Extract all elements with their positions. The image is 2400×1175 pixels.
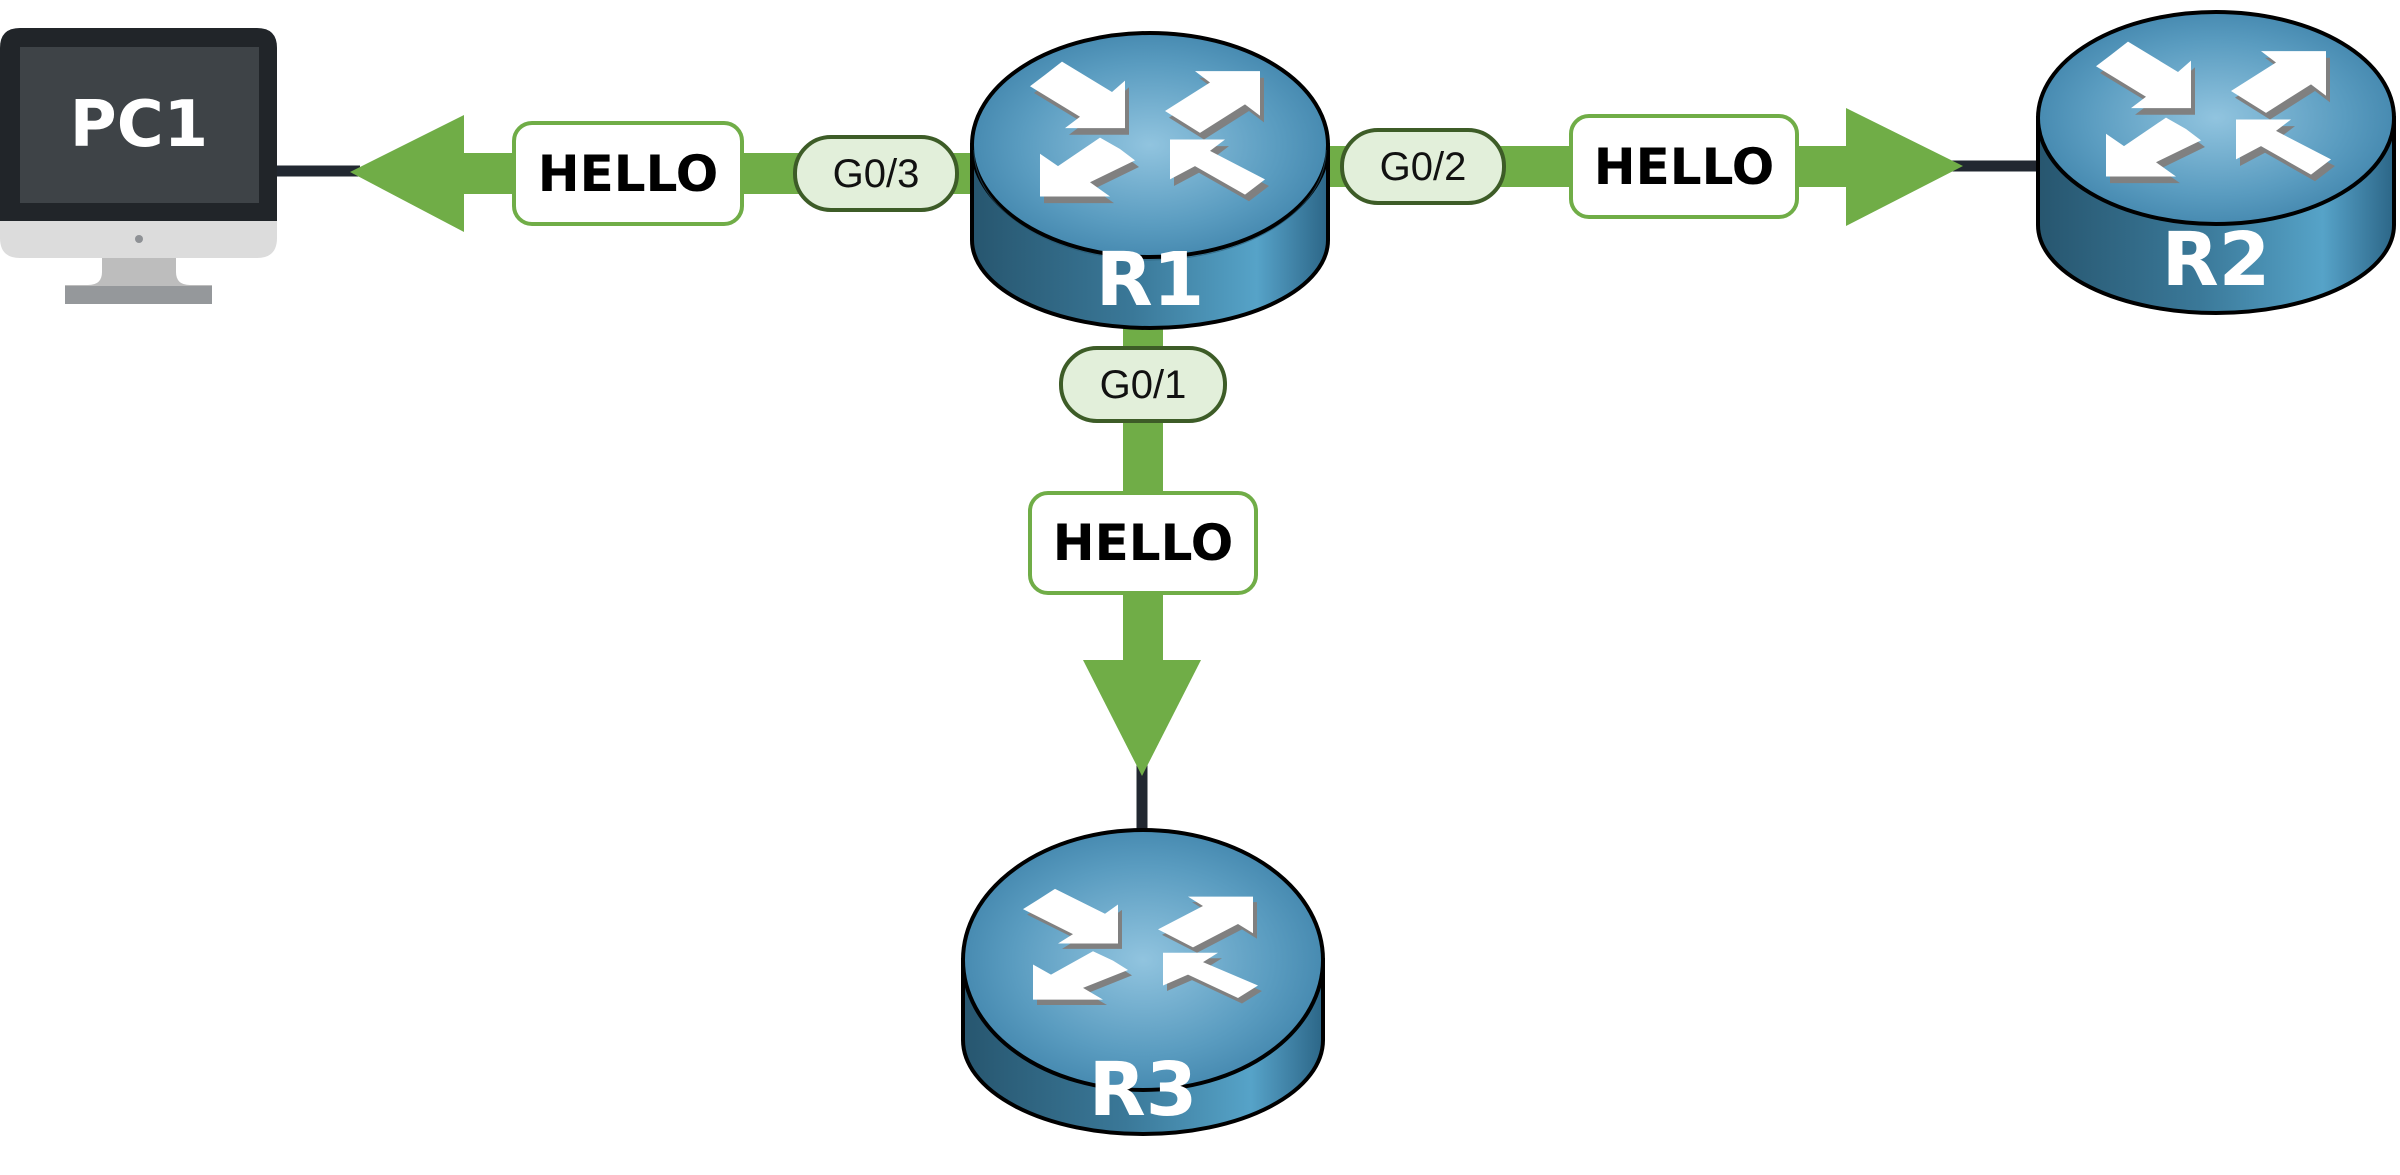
hello-label-to-r2: HELLO [1594,138,1774,196]
router-r1-icon[interactable]: R1 [970,31,1330,330]
interface-label-g01: G0/1 [1100,363,1187,407]
r2-label: R2 [2162,217,2270,303]
hello-label-to-pc1: HELLO [538,145,718,203]
interface-label-g03: G0/3 [833,152,920,196]
r1-label: R1 [1096,237,1204,323]
r3-label: R3 [1089,1047,1197,1133]
pc1-label: PC1 [70,88,208,162]
hello-label-to-r3: HELLO [1053,514,1233,572]
router-r2-icon[interactable]: R2 [2036,10,2396,315]
hello-message-to-r3: HELLO [1028,491,1258,595]
hello-message-to-r2: HELLO [1569,114,1799,219]
interface-badge-g01: G0/1 [1059,346,1227,423]
interface-badge-g03: G0/3 [793,135,959,212]
router-r3-icon[interactable]: R3 [961,828,1325,1136]
pc1-computer-icon[interactable]: PC1 [0,28,277,304]
hello-message-to-pc1: HELLO [512,121,744,226]
interface-label-g02: G0/2 [1380,145,1467,189]
interface-badge-g02: G0/2 [1340,128,1506,205]
